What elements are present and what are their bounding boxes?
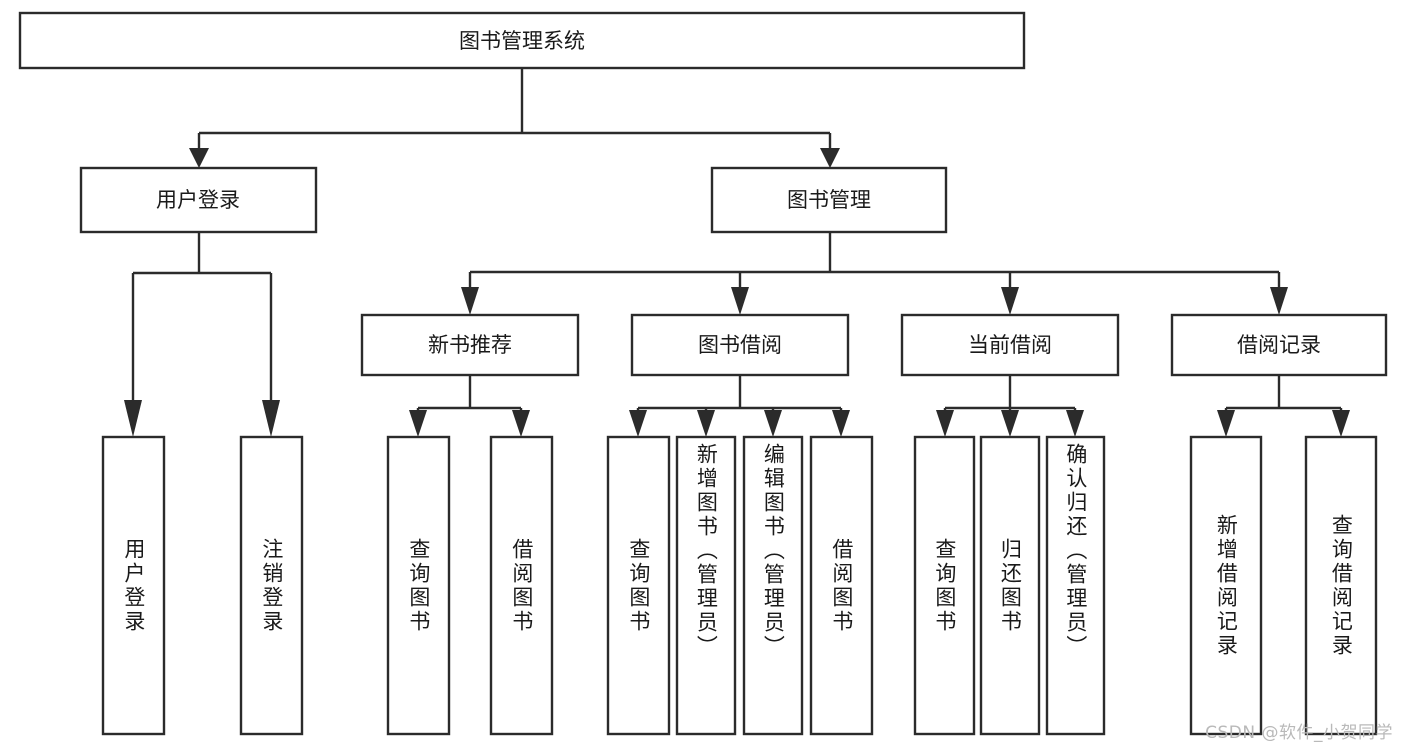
arrow-head-leaf-add-record — [1217, 410, 1235, 437]
node-label-leaf-borrow-book-2: 借阅图书 — [829, 537, 854, 634]
node-label-leaf-query-book-2: 查询图书 — [626, 537, 651, 634]
connector-group-new-book-rec — [409, 375, 530, 437]
node-label-book-borrow: 图书借阅 — [698, 333, 782, 357]
node-label-leaf-query-book-1: 查询图书 — [406, 537, 431, 634]
connector-group-root — [189, 68, 840, 168]
arrow-head-leaf-confirm-return — [1066, 410, 1084, 437]
node-box-current-borrow[interactable] — [900, 313, 1120, 377]
node-label-leaf-edit-book: 编辑图书（管理员） — [761, 443, 786, 659]
node-label-leaf-query-book-3: 查询图书 — [932, 537, 957, 634]
node-box-book-manage[interactable] — [710, 166, 948, 234]
node-box-borrow-record[interactable] — [1170, 313, 1388, 377]
arrow-head-leaf-borrow-book-1 — [512, 410, 530, 437]
node-box-leaf-add-record[interactable] — [1189, 435, 1263, 736]
arrow-head-current-borrow — [1001, 287, 1019, 315]
node-label-leaf-logout-login: 注销登录 — [259, 537, 284, 634]
arrow-head-leaf-borrow-book-2 — [832, 410, 850, 437]
node-label-leaf-confirm-return: 确认归还（管理员） — [1063, 443, 1088, 659]
node-box-leaf-add-book[interactable] — [675, 435, 737, 736]
connector-group-borrow-record — [1217, 375, 1350, 437]
node-label-current-borrow: 当前借阅 — [968, 333, 1052, 357]
arrow-head-leaf-query-book-1 — [409, 410, 427, 437]
connector-group-current-borrow — [936, 375, 1084, 437]
arrow-head-leaf-logout-login — [262, 400, 280, 437]
connector-group-user-login — [124, 232, 280, 437]
arrow-head-leaf-return-book — [1001, 410, 1019, 437]
node-box-leaf-return-book[interactable] — [979, 435, 1041, 736]
arrow-head-leaf-query-book-2 — [629, 410, 647, 437]
node-box-leaf-confirm-return[interactable] — [1045, 435, 1106, 736]
arrow-head-borrow-record — [1270, 287, 1288, 315]
node-box-leaf-logout-login[interactable] — [239, 435, 304, 736]
node-label-leaf-query-record: 查询借阅记录 — [1329, 513, 1354, 658]
node-box-leaf-query-book-2[interactable] — [606, 435, 671, 736]
arrow-head-book-borrow — [731, 287, 749, 315]
csdn-watermark: CSDN @软件_小贺同学 — [1205, 723, 1393, 743]
node-label-new-book-rec: 新书推荐 — [428, 333, 512, 357]
node-box-leaf-borrow-book-1[interactable] — [489, 435, 554, 736]
node-box-new-book-rec[interactable] — [360, 313, 580, 377]
arrow-head-leaf-user-login — [124, 400, 142, 437]
node-label-leaf-user-login: 用户登录 — [121, 537, 146, 634]
node-label-borrow-record: 借阅记录 — [1237, 333, 1321, 357]
connector-group-book-manage — [461, 232, 1288, 315]
connector-group-book-borrow — [629, 375, 850, 437]
node-box-leaf-borrow-book-2[interactable] — [809, 435, 874, 736]
node-label-leaf-add-record: 新增借阅记录 — [1214, 513, 1239, 658]
arrow-head-leaf-edit-book — [764, 410, 782, 437]
node-box-leaf-query-record[interactable] — [1304, 435, 1378, 736]
arrow-head-new-book-rec — [461, 287, 479, 315]
node-box-root[interactable] — [18, 11, 1026, 70]
node-label-leaf-add-book: 新增图书（管理员） — [694, 443, 719, 659]
node-label-leaf-borrow-book-1: 借阅图书 — [509, 537, 534, 634]
node-label-root: 图书管理系统 — [459, 29, 585, 53]
arrow-head-leaf-add-book — [697, 410, 715, 437]
node-label-leaf-return-book: 归还图书 — [998, 537, 1023, 634]
arrow-head-leaf-query-record — [1332, 410, 1350, 437]
node-box-leaf-query-book-1[interactable] — [386, 435, 451, 736]
node-box-user-login[interactable] — [79, 166, 318, 234]
node-label-user-login: 用户登录 — [156, 188, 240, 212]
arrow-head-book-manage — [820, 148, 840, 168]
node-box-book-borrow[interactable] — [630, 313, 850, 377]
node-label-book-manage: 图书管理 — [787, 188, 871, 212]
node-box-leaf-edit-book[interactable] — [742, 435, 804, 736]
node-box-leaf-query-book-3[interactable] — [913, 435, 976, 736]
arrow-head-user-login — [189, 148, 209, 168]
arrow-head-leaf-query-book-3 — [936, 410, 954, 437]
node-box-leaf-user-login[interactable] — [101, 435, 166, 736]
